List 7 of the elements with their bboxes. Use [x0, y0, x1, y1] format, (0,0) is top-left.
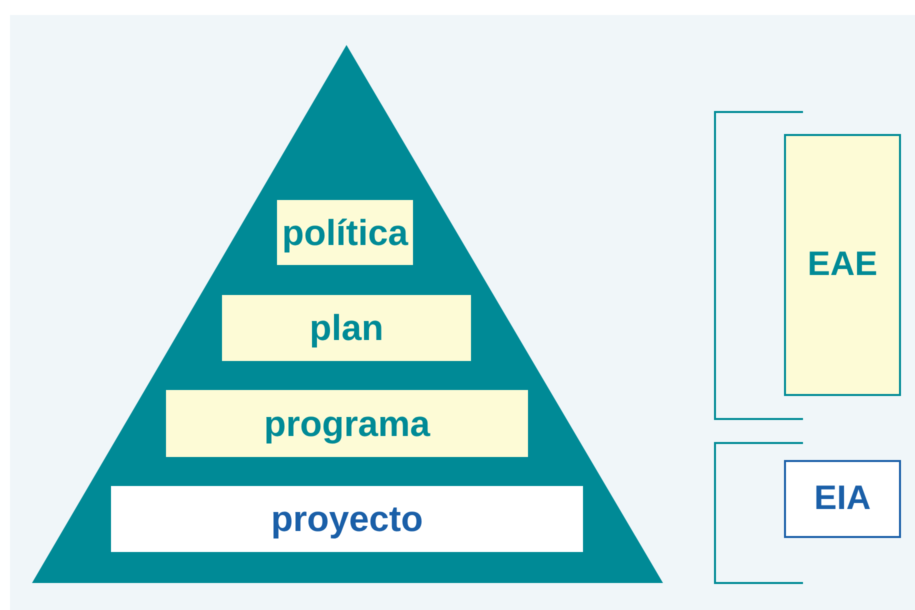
level-box: programa	[166, 390, 528, 457]
level-box: EAE	[784, 134, 901, 396]
pyramid-triangle	[32, 45, 663, 583]
level-box: política	[277, 200, 413, 265]
level-box: proyecto	[111, 486, 583, 552]
level-box: plan	[222, 295, 471, 361]
level-box: EIA	[784, 460, 901, 538]
